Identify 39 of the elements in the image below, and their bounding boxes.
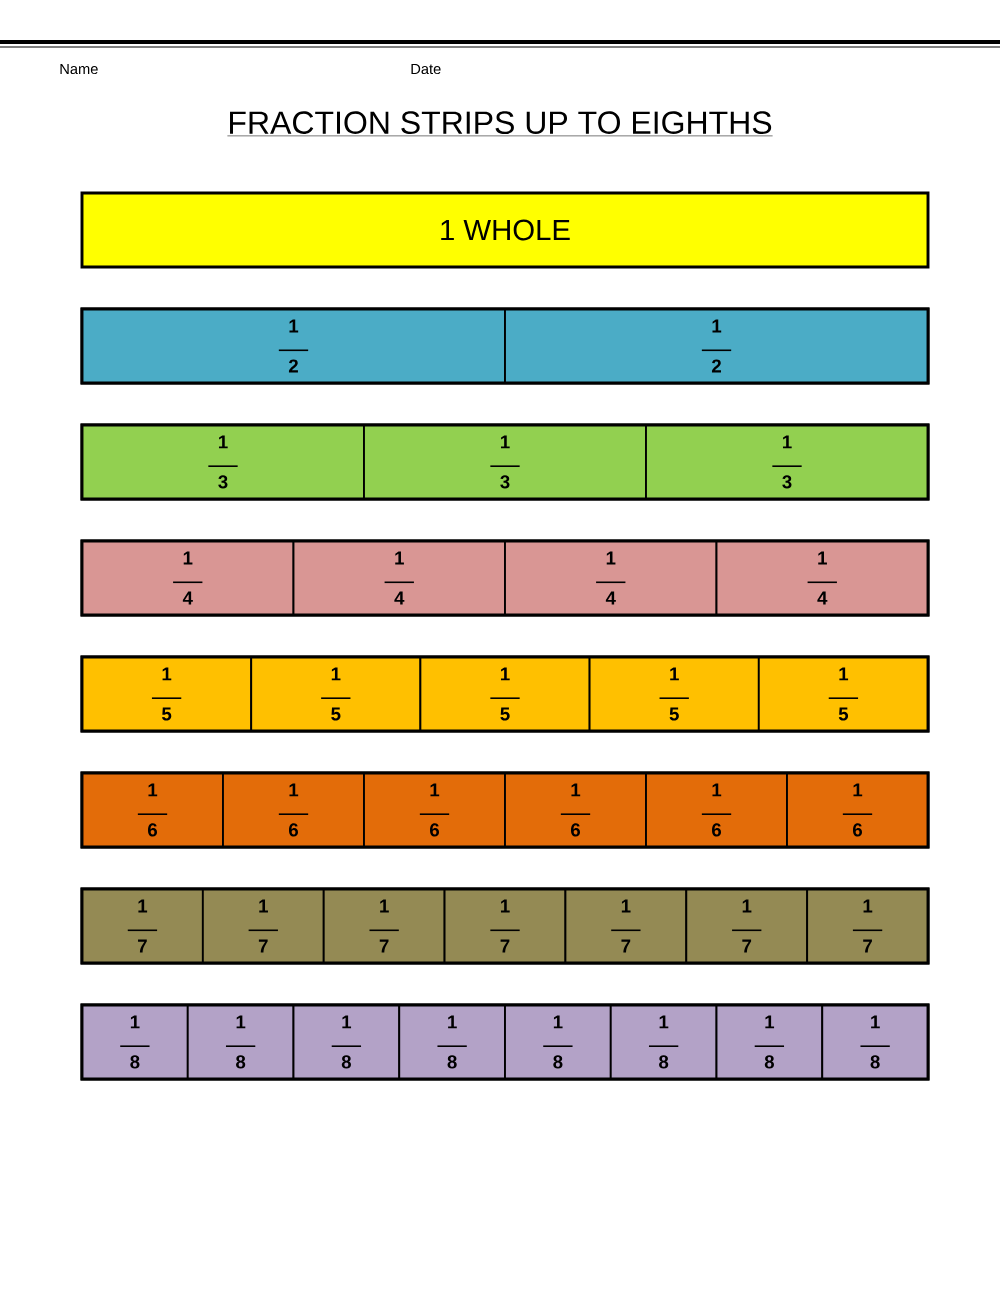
- fraction-cell: 1 5: [250, 656, 422, 732]
- fraction-cell: 1 6: [363, 772, 506, 848]
- fraction-cell: 1 7: [201, 888, 325, 964]
- fraction-cell: 1 4: [81, 540, 295, 616]
- fraction-cell: 1 5: [419, 656, 591, 732]
- fraction-cell: 1 6: [81, 772, 224, 848]
- fraction-cell: 1 8: [186, 1004, 295, 1080]
- fraction-cell: 1 8: [292, 1004, 401, 1080]
- fraction-cell: 1 3: [81, 424, 365, 500]
- form-label: Date: [411, 63, 441, 75]
- title: FRACTION STRIPS UP TO EIGHTHS: [227, 111, 773, 137]
- fraction-cell: 1 2: [504, 308, 929, 384]
- fraction-cell: 1 6: [222, 772, 365, 848]
- fraction-cell: 1 4: [504, 540, 718, 616]
- fraction-cell: 1 8: [81, 1004, 189, 1080]
- fraction-cell: 1 7: [806, 888, 929, 964]
- fraction-cell: 1 2: [81, 308, 506, 384]
- fraction-cell: 1 6: [645, 772, 788, 848]
- fraction-cell: 1 6: [786, 772, 929, 848]
- fraction-cell: 1 7: [564, 888, 688, 964]
- fraction-cell: 1 3: [645, 424, 929, 500]
- fraction-cell: 1 8: [609, 1004, 718, 1080]
- fraction-cell: 1 8: [821, 1004, 929, 1080]
- fraction-cell: 1 5: [81, 656, 253, 732]
- fraction-cell: 1 7: [685, 888, 809, 964]
- fraction-cell: 1 7: [443, 888, 567, 964]
- fraction-cell: 1 5: [588, 656, 760, 732]
- fraction-cell: 1 4: [292, 540, 506, 616]
- fraction-cell: 1 5: [757, 656, 929, 732]
- form-label: Name: [60, 63, 98, 75]
- fraction-cell: 1 8: [715, 1004, 824, 1080]
- fraction-cell: 1 8: [504, 1004, 612, 1080]
- fraction-cell: 1 4: [715, 540, 929, 616]
- fraction-cell: 1 7: [81, 888, 204, 964]
- fraction-cell: 1 8: [398, 1004, 506, 1080]
- fraction-cell: 1 6: [504, 772, 647, 848]
- fraction-cell: 1 3: [363, 424, 647, 500]
- fraction-cell: 1 7: [322, 888, 446, 964]
- whole-strip: 1 WHOLE: [80, 191, 930, 269]
